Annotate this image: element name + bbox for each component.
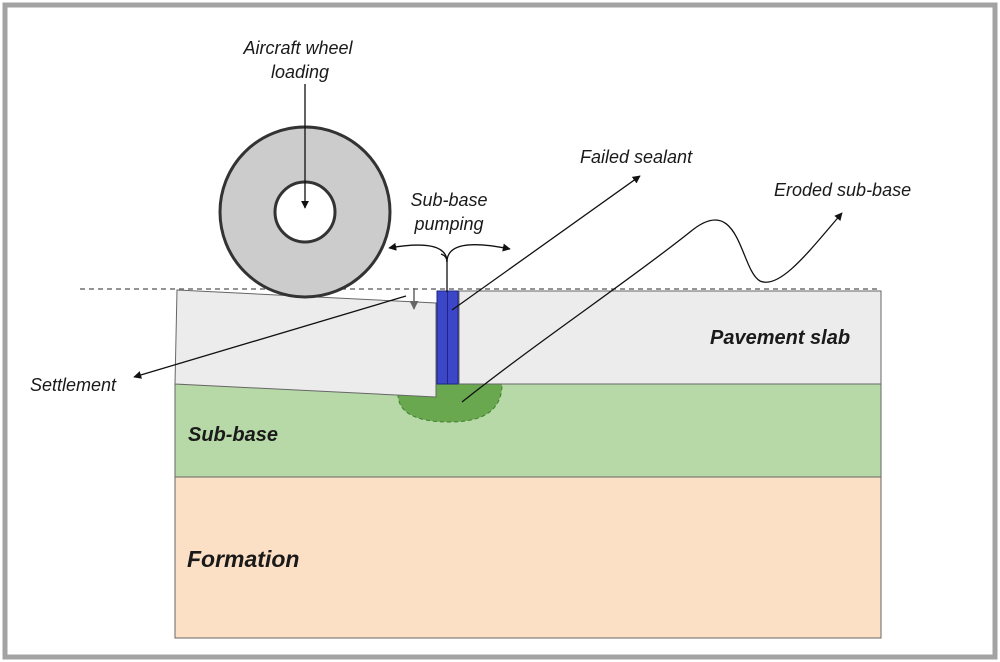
aircraft-wheel-label-line1: Aircraft wheel xyxy=(242,38,353,58)
sub-base-layer xyxy=(174,383,882,478)
pavement-slab-right xyxy=(458,290,882,385)
failed-sealant-leader xyxy=(451,175,641,311)
formation-layer xyxy=(174,476,882,639)
pavement-slab-left-settled xyxy=(174,289,437,398)
eroded-sub-base-leader xyxy=(461,212,843,403)
pavement-slab-label: Pavement slab xyxy=(710,327,850,349)
aircraft-wheel-label-line2: loading xyxy=(271,62,329,82)
settlement-label: Settlement xyxy=(30,375,117,395)
failed-sealant-label: Failed sealant xyxy=(580,147,693,167)
settlement-leader xyxy=(133,295,407,379)
eroded-sub-base-label: Eroded sub-base xyxy=(774,180,911,200)
sub-base-pumping-label-line2: pumping xyxy=(413,214,483,234)
pumping-arrow-right xyxy=(446,243,511,263)
pumping-arrow-left xyxy=(388,242,448,263)
formation-label: Formation xyxy=(187,546,299,572)
sub-base-label: Sub-base xyxy=(188,424,278,446)
sub-base-pumping-label-line1: Sub-base xyxy=(410,190,487,210)
